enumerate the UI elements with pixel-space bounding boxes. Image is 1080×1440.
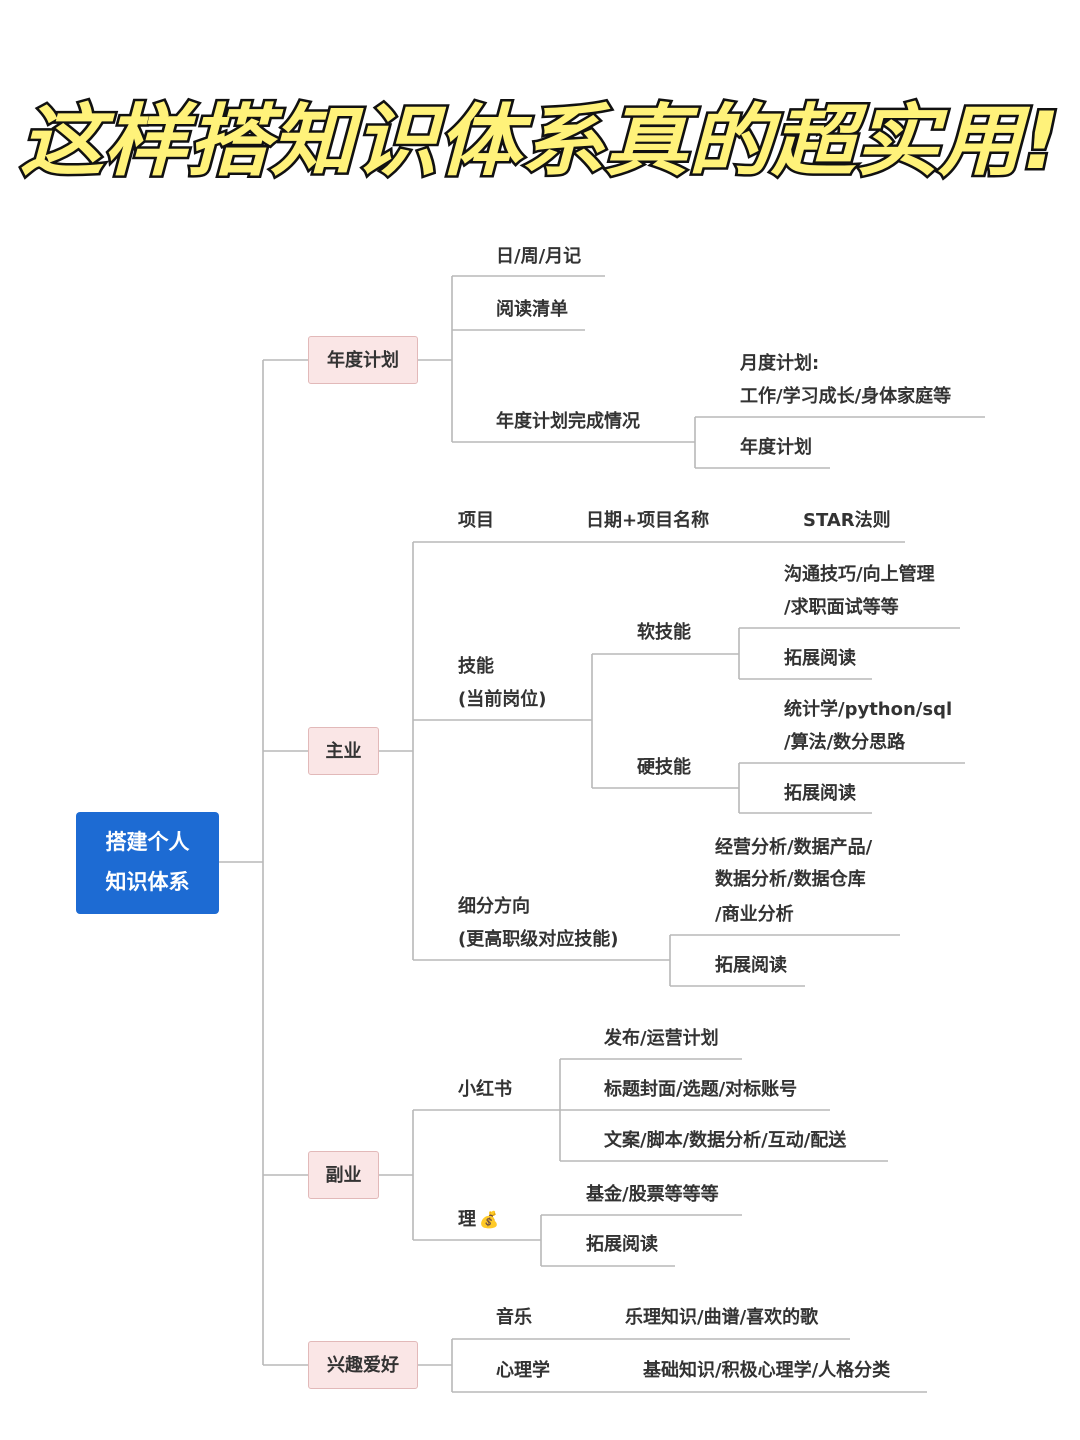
node-hard-skills[interactable]: 硬技能 (637, 757, 691, 778)
root-line-2: 知识体系 (105, 870, 190, 894)
node-main-job[interactable]: 主业 (308, 727, 379, 775)
node-hobby[interactable]: 兴趣爱好 (308, 1341, 418, 1389)
node-finance-label: 理 (458, 1209, 476, 1230)
node-direction-line1[interactable]: 细分方向 (458, 896, 530, 917)
node-funds-stocks[interactable]: 基金/股票等等等 (586, 1184, 719, 1205)
node-dir-reading[interactable]: 拓展阅读 (715, 955, 787, 976)
node-music-detail[interactable]: 乐理知识/曲谱/喜欢的歌 (625, 1307, 819, 1328)
node-project[interactable]: 项目 (458, 510, 494, 531)
node-plan-completion[interactable]: 年度计划完成情况 (496, 411, 640, 432)
title-text: 这样搭知识体系真的超实用! (20, 97, 1060, 187)
node-xhs-title[interactable]: 标题封面/选题/对标账号 (604, 1079, 798, 1100)
node-xhs-plan[interactable]: 发布/运营计划 (604, 1028, 719, 1049)
root-line-1: 搭建个人 (105, 830, 190, 854)
root-node[interactable]: 搭建个人 知识体系 (76, 812, 219, 914)
page-title: 这样搭知识体系真的超实用! (0, 78, 1080, 198)
node-dir-detail-line2[interactable]: 数据分析/数据仓库 (715, 869, 866, 890)
node-xiaohongshu[interactable]: 小红书 (458, 1079, 512, 1100)
node-soft-detail-line1[interactable]: 沟通技巧/向上管理 (784, 564, 935, 585)
node-soft-skills[interactable]: 软技能 (637, 622, 691, 643)
node-hard-reading[interactable]: 拓展阅读 (784, 783, 856, 804)
node-side-job[interactable]: 副业 (308, 1151, 379, 1199)
node-hard-detail-line2[interactable]: /算法/数分思路 (784, 732, 906, 753)
node-xhs-copy[interactable]: 文案/脚本/数据分析/互动/配送 (604, 1130, 847, 1151)
node-monthly-plan-line2[interactable]: 工作/学习成长/身体家庭等 (740, 386, 952, 407)
node-soft-detail-line2[interactable]: /求职面试等等 (784, 597, 899, 618)
node-project-date[interactable]: 日期+项目名称 (586, 510, 710, 531)
node-hard-detail-line1[interactable]: 统计学/python/sql (784, 699, 953, 720)
node-dir-detail-line3[interactable]: /商业分析 (715, 904, 794, 925)
node-monthly-plan-line1[interactable]: 月度计划: (740, 353, 820, 374)
node-diary[interactable]: 日/周/月记 (496, 246, 582, 267)
node-finance[interactable]: 理💰 (458, 1208, 499, 1232)
node-music[interactable]: 音乐 (496, 1307, 532, 1328)
node-direction-line2[interactable]: (更高职级对应技能) (458, 929, 619, 950)
node-dir-detail-line1[interactable]: 经营分析/数据产品/ (715, 837, 873, 858)
node-yearly-plan[interactable]: 年度计划 (740, 437, 812, 458)
node-soft-reading[interactable]: 拓展阅读 (784, 648, 856, 669)
node-psychology[interactable]: 心理学 (496, 1360, 550, 1381)
node-psychology-detail[interactable]: 基础知识/积极心理学/人格分类 (643, 1360, 891, 1381)
money-bag-icon: 💰 (479, 1210, 499, 1229)
node-star[interactable]: STAR法则 (803, 510, 891, 531)
node-finance-reading[interactable]: 拓展阅读 (586, 1234, 658, 1255)
node-reading-list[interactable]: 阅读清单 (496, 299, 568, 320)
node-skills-line2[interactable]: (当前岗位) (458, 689, 547, 710)
node-annual-plan[interactable]: 年度计划 (308, 336, 418, 384)
node-skills-line1[interactable]: 技能 (458, 656, 494, 677)
